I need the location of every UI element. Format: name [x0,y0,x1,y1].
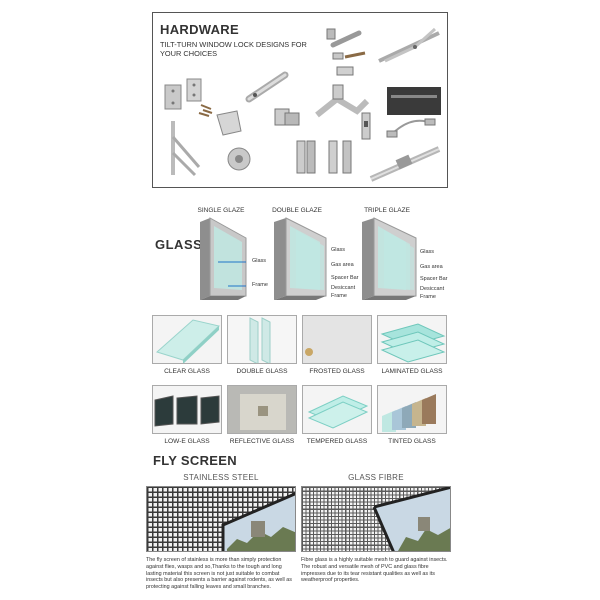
glaze-label-single: SINGLE GLAZE [197,207,245,214]
triple-callout-spacer-bar: Spacer Bar [420,276,448,282]
restrictor-cable-icon [386,118,436,138]
single-callout-glass: Glass [252,258,267,264]
stainless-steel-description: The fly screen of stainless is more than… [146,557,292,591]
lock-set-icon [326,28,366,76]
espagnolette-bar-icon [369,146,441,182]
single-glaze-diagram [200,217,247,300]
laminated-glass-caption: LAMINATED GLASS [381,368,443,375]
double-callout-frame: Frame [331,293,347,299]
laminated-glass-image [377,315,447,364]
double-glass-image [227,315,297,364]
triple-callout-gas-area: Gas area [420,264,443,270]
hinge-icon [296,140,316,174]
glass-fibre-heading: GLASS FIBRE [348,473,404,482]
double-glaze-diagram [274,217,327,300]
triple-callout-desiccant: Desiccant [420,286,445,292]
glaze-label-double: DOUBLE GLAZE [272,207,322,214]
single-callout-frame: Frame [252,282,268,288]
lock-box-icon [387,87,441,115]
glass-fibre-mesh-image [301,486,451,552]
tinted-glass-caption: TINTED GLASS [388,438,436,445]
hardware-section: HARDWARE TILT-TURN WINDOW LOCK DESIGNS F… [152,12,448,188]
hinge-plates-icon [164,78,213,117]
double-glass-caption: DOUBLE GLASS [236,368,288,375]
double-callout-desiccant: Desiccant [331,285,356,291]
frosted-glass-image [302,315,372,364]
triple-callout-glass: Glass [420,249,435,255]
low-e-glass-image [152,385,222,434]
fly-screen-title: FLY SCREEN [153,453,237,468]
double-callout-gas-area: Gas area [331,262,354,268]
stainless-steel-mesh-image [146,486,296,552]
frosted-glass-caption: FROSTED GLASS [309,368,365,375]
low-e-glass-caption: LOW-E GLASS [164,438,210,445]
double-callout-spacer-bar: Spacer Bar [331,275,359,281]
connector-icon [274,108,300,126]
window-handle-icon [245,71,289,103]
hinge-double-icon [328,140,352,174]
triple-callout-frame: Frame [420,294,436,300]
friction-stay-icon [378,27,440,63]
corner-bracket-icon [315,84,370,118]
reflective-glass-image [227,385,297,434]
tempered-glass-image [302,385,372,434]
glass-fibre-description: Fibre glass is a highly suitable mesh to… [301,557,448,584]
reflective-glass-caption: REFLECTIVE GLASS [229,438,295,445]
tinted-glass-image [377,385,447,434]
triple-glaze-diagram [362,217,417,300]
glass-title: GLASS [155,237,203,252]
tempered-glass-caption: TEMPERED GLASS [306,438,368,445]
double-callout-glass: Glass [331,247,346,253]
stainless-steel-heading: STAINLESS STEEL [183,473,259,482]
clear-glass-image [152,315,222,364]
clear-glass-caption: CLEAR GLASS [164,368,210,375]
tilt-hinge-icon [171,121,201,177]
hardware-subtitle: TILT-TURN WINDOW LOCK DESIGNS FOR YOUR C… [160,40,307,58]
striker-plate-icon [361,112,371,140]
bracket-pair-icon [216,110,251,171]
glaze-label-triple: TRIPLE GLAZE [364,207,410,214]
hardware-title: HARDWARE [160,22,239,37]
